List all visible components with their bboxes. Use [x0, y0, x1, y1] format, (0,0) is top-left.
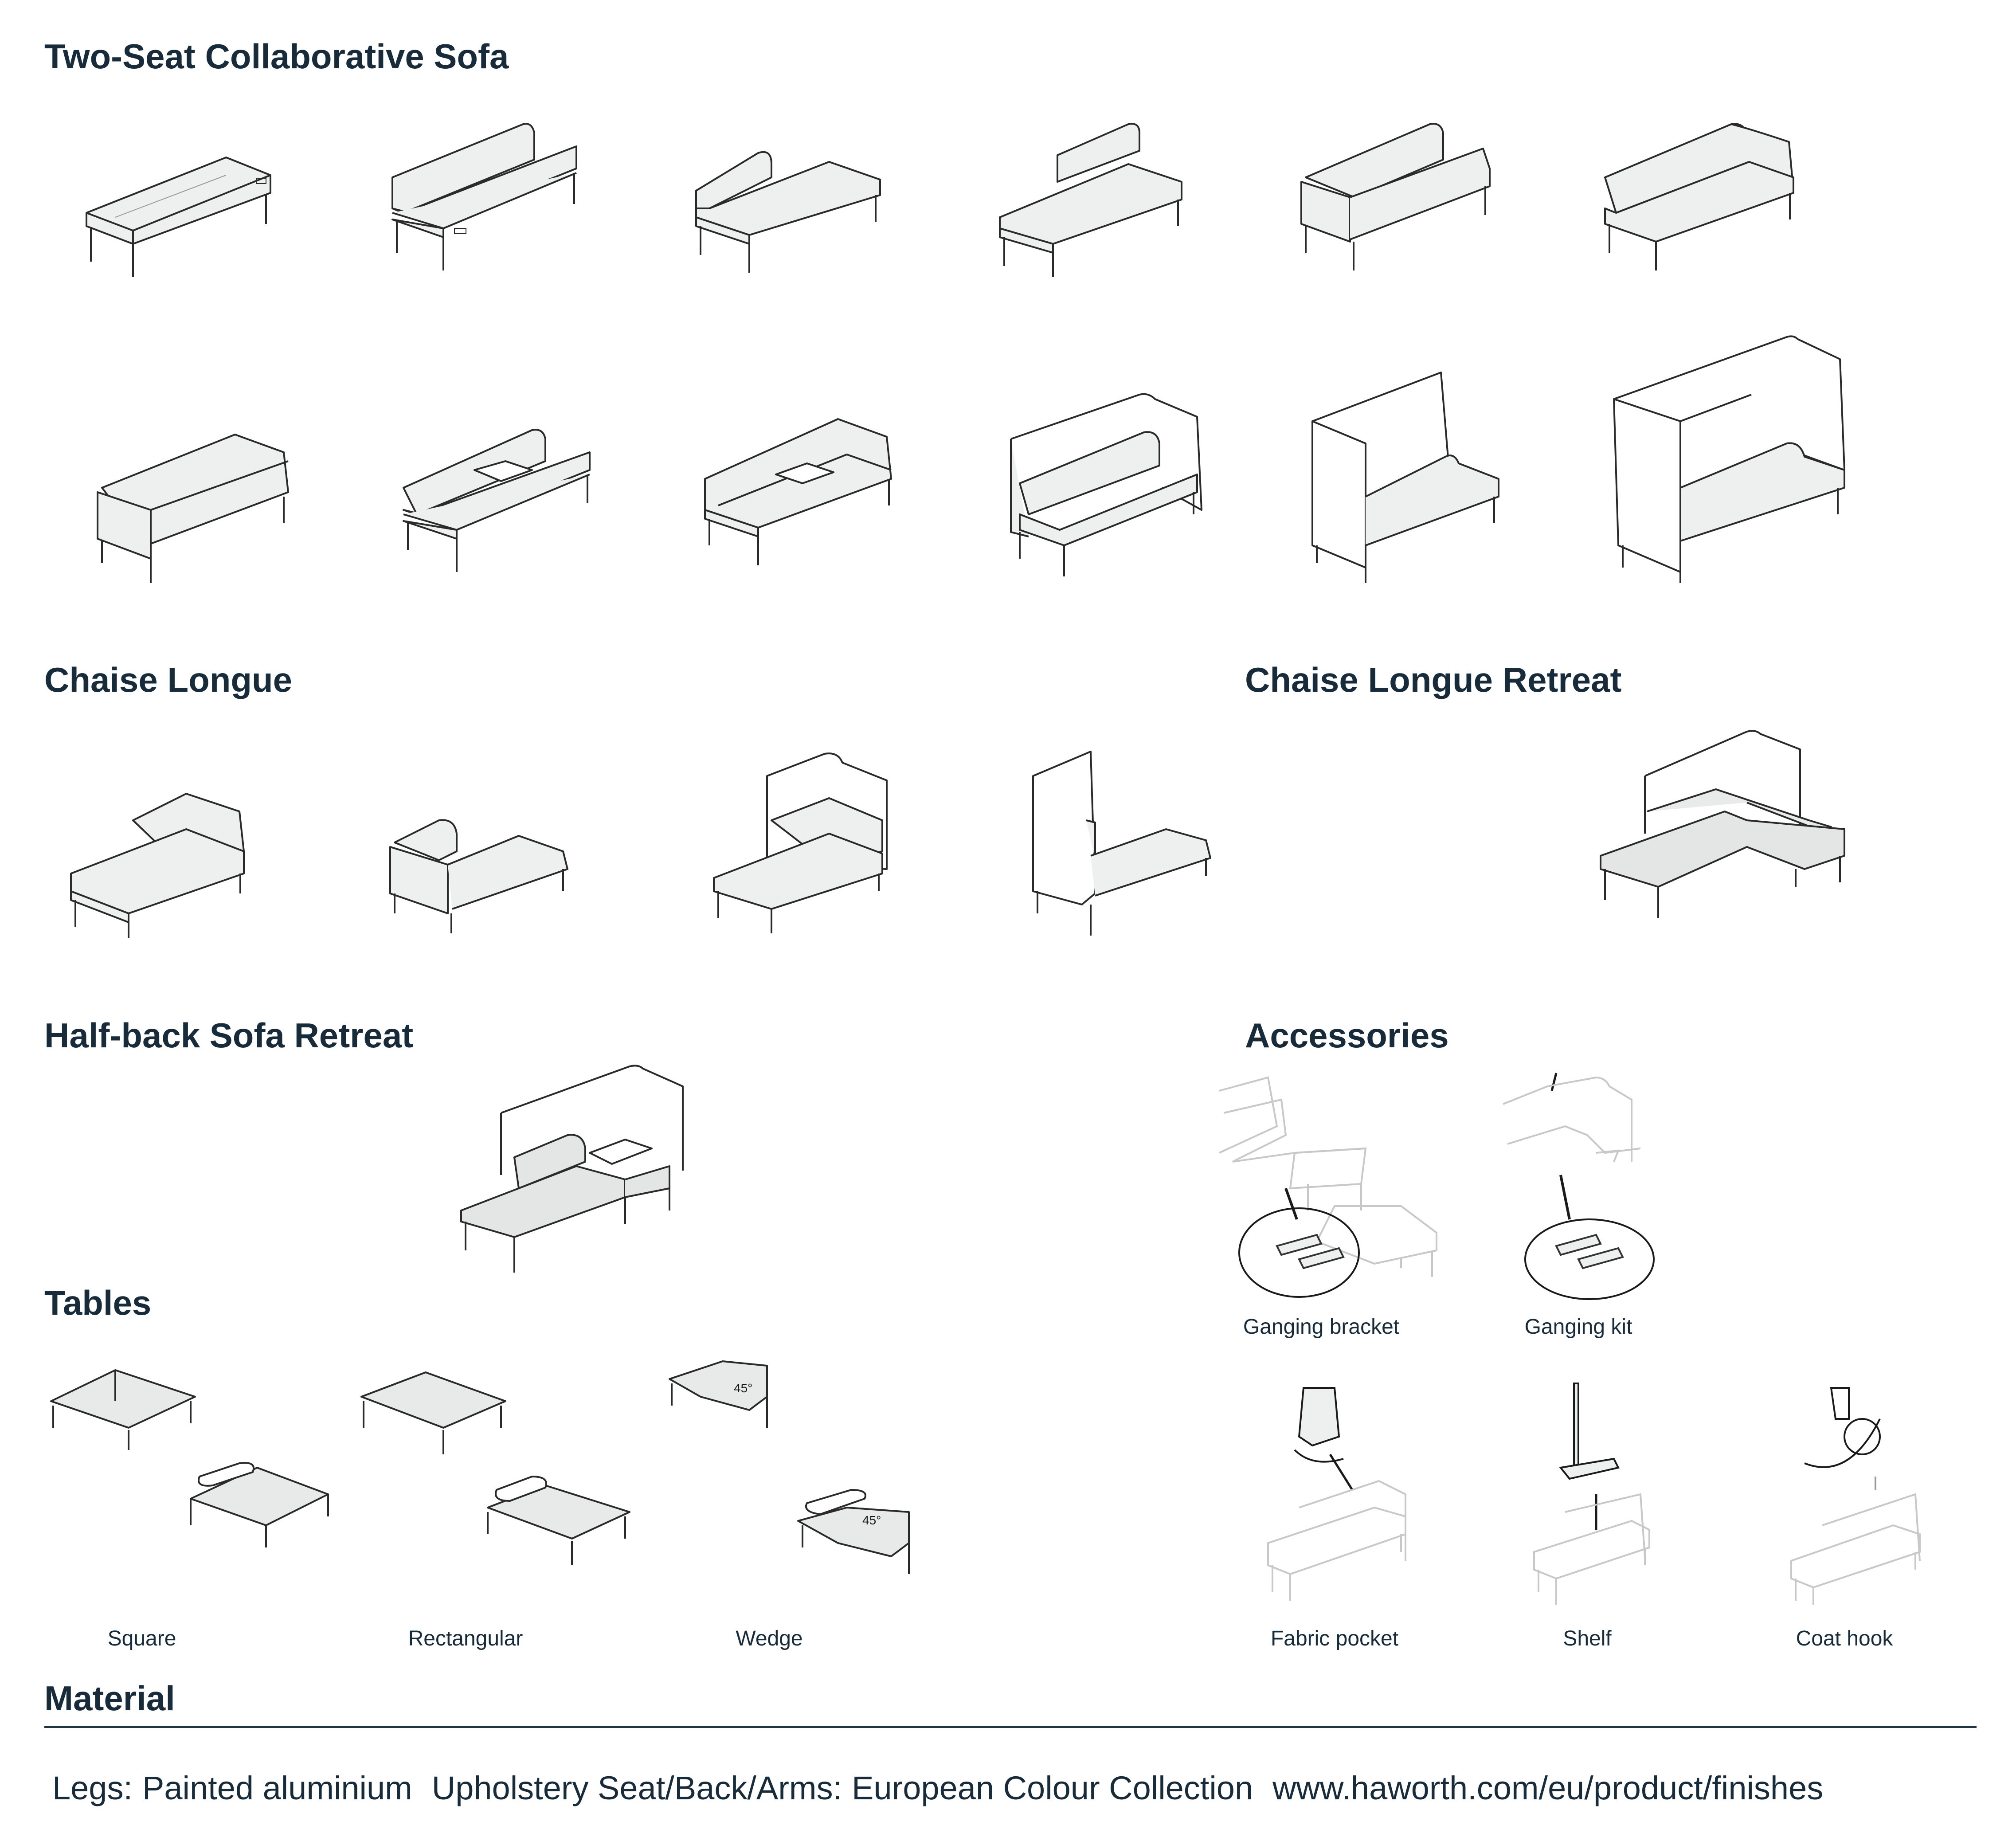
sofa-center-back-illustration: [995, 120, 1195, 279]
legs-label: Legs:: [52, 1770, 133, 1806]
table-caption-rectangular: Rectangular: [408, 1627, 523, 1650]
legs-value: Painted aluminium: [142, 1770, 412, 1806]
upholstery-label: Upholstery Seat/Back/Arms:: [431, 1770, 842, 1806]
section-title-half-back-sofa-retreat: Half-back Sofa Retreat: [44, 1016, 414, 1055]
section-title-accessories: Accessories: [1245, 1016, 1449, 1055]
sofa-corner-with-tablet-illustration: [701, 412, 904, 572]
square-tables-illustration: [44, 1366, 337, 1587]
ganging-bracket-illustration: [1215, 1073, 1445, 1304]
material-divider: [44, 1726, 1977, 1728]
chaise-retreat-illustration: [1596, 723, 1853, 922]
sofa-high-side-screen-illustration: [1308, 368, 1512, 585]
wedge-angle-label-bottom: 45°: [862, 1513, 881, 1527]
shelf-illustration: [1530, 1379, 1663, 1610]
ganging-kit-illustration: [1499, 1073, 1711, 1304]
sofa-full-back-illustration: [386, 120, 594, 279]
chaise-left-arm-illustration: [386, 811, 572, 936]
material-line: Legs:Painted aluminium Upholstery Seat/Ba…: [52, 1769, 1843, 1807]
wedge-angle-label-top: 45°: [734, 1381, 752, 1395]
sofa-high-booth-illustration: [1609, 333, 1849, 585]
half-back-retreat-illustration: [457, 1064, 687, 1281]
sofa-high-back-illustration: [1002, 390, 1206, 585]
section-title-material: Material: [44, 1679, 175, 1718]
table-caption-wedge: Wedge: [736, 1627, 803, 1650]
section-title-chaise-longue-retreat: Chaise Longue Retreat: [1245, 660, 1622, 699]
table-caption-square: Square: [107, 1627, 176, 1650]
coat-hook-illustration: [1787, 1383, 1938, 1605]
chaise-right-back-illustration: [67, 780, 253, 940]
section-title-tables: Tables: [44, 1283, 152, 1322]
sofa-left-arm-back-illustration: [1297, 120, 1501, 279]
upholstery-value: European Colour Collection: [852, 1770, 1253, 1806]
sofa-bench-illustration: [80, 151, 288, 279]
sofa-corner-illustration: [1598, 120, 1802, 279]
accessory-caption-coat-hook: Coat hook: [1796, 1627, 1893, 1650]
accessory-caption-ganging-kit: Ganging kit: [1524, 1315, 1632, 1339]
chaise-high-back-illustration: [709, 749, 896, 936]
accessory-caption-shelf: Shelf: [1563, 1627, 1612, 1650]
sofa-right-corner-illustration: [93, 430, 297, 590]
finishes-link[interactable]: www.haworth.com/eu/product/finishes: [1272, 1770, 1824, 1806]
section-title-chaise-longue: Chaise Longue: [44, 660, 293, 699]
accessory-caption-fabric-pocket: Fabric pocket: [1270, 1627, 1399, 1650]
sofa-with-tablet-illustration: [399, 421, 603, 581]
section-title-two-seat-sofa: Two-Seat Collaborative Sofa: [44, 37, 509, 76]
wedge-tables-illustration: 45° 45°: [661, 1357, 927, 1587]
sofa-left-back-illustration: [692, 146, 891, 279]
rectangular-tables-illustration: [355, 1366, 638, 1587]
chaise-side-screen-illustration: [1029, 745, 1215, 940]
fabric-pocket-illustration: [1264, 1383, 1423, 1605]
accessory-caption-ganging-bracket: Ganging bracket: [1243, 1315, 1400, 1339]
